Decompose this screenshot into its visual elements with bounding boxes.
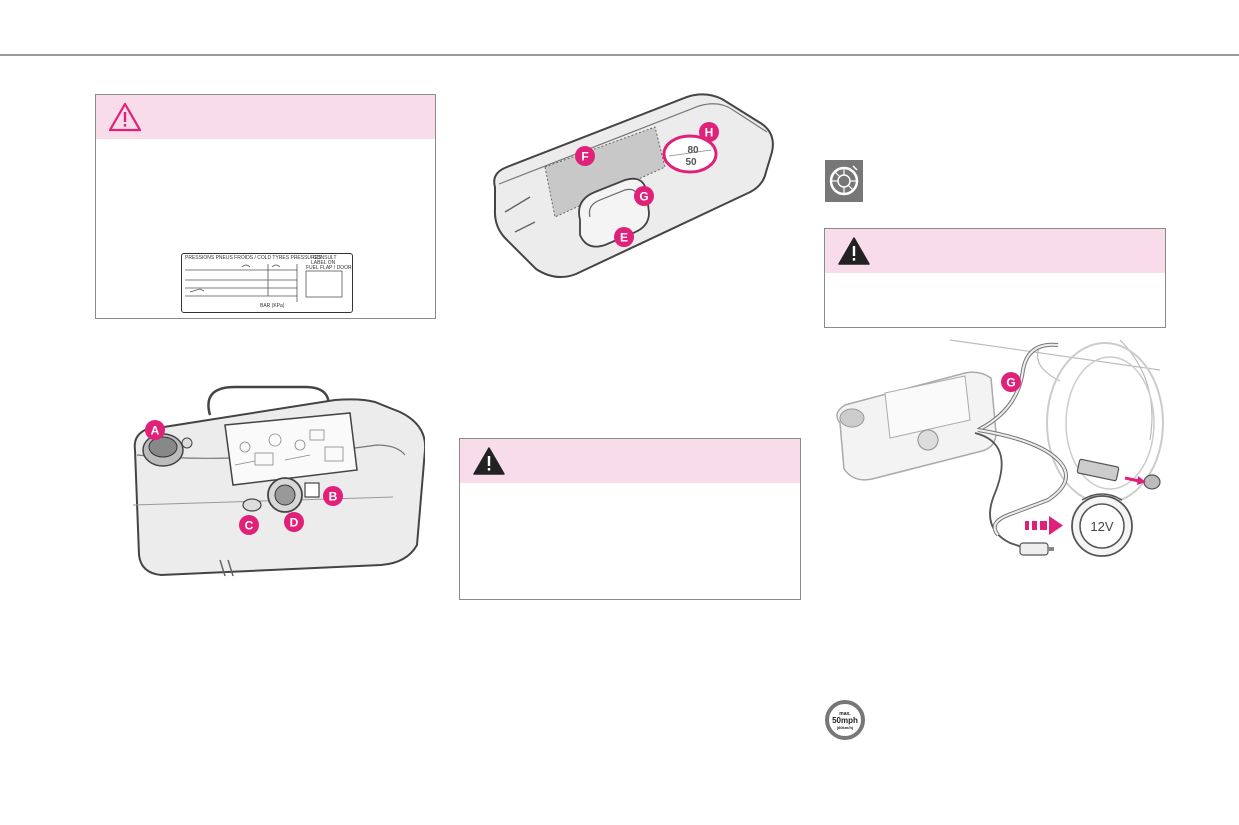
warning-triangle-filled-icon [838, 237, 870, 265]
marker-E: E [620, 231, 628, 245]
socket-12v-label: 12V [1090, 519, 1113, 534]
marker-D: D [290, 516, 299, 530]
pressure-label-grid [185, 264, 343, 302]
compressor-connection-illustration: 12V G [836, 339, 1164, 557]
marker-B: B [329, 490, 338, 504]
pressure-label-side-1: CONSULT [313, 255, 337, 261]
warning-box-right [824, 228, 1166, 328]
warning-header [96, 95, 435, 139]
warning-triangle-filled-icon [473, 447, 505, 475]
compressor-front-illustration: A B C D [132, 385, 425, 577]
warning-header [825, 229, 1165, 273]
tyre-repair-icon [825, 160, 863, 202]
gauge-value-80: 80 [687, 145, 699, 156]
marker-H: H [705, 126, 714, 140]
gauge-value-50: 50 [685, 157, 697, 168]
warning-triangle-outline-icon [108, 102, 142, 132]
speed-limit-mph: 50mph [832, 716, 858, 725]
marker-G-connection: G [1006, 376, 1015, 390]
pressure-label-units: BAR (KPa) [260, 303, 285, 309]
marker-F: F [581, 150, 588, 164]
tyre-pressure-label: PRESSIONS PNEUS FROIDS / COLD TYRES PRES… [181, 253, 353, 313]
compressor-rear-illustration: 80 50 F G E H [493, 93, 774, 279]
pressure-label-title: PRESSIONS PNEUS FROIDS / COLD TYRES PRES… [185, 255, 322, 261]
warning-box-pressure: PRESSIONS PNEUS FROIDS / COLD TYRES PRES… [95, 94, 436, 319]
warning-box-middle [459, 438, 801, 600]
pressure-label-side-2: LABEL ON [311, 260, 336, 266]
marker-G-rear: G [639, 190, 648, 204]
speed-limit-max: max. [839, 711, 851, 717]
speed-limit-icon: max. 50mph (80km/h) [825, 700, 865, 740]
marker-A: A [151, 424, 160, 438]
marker-C: C [245, 519, 254, 533]
pressure-label-side-3: FUEL FLAP / DOOR [306, 265, 352, 271]
warning-header [460, 439, 800, 483]
speed-limit-kmh: (80km/h) [837, 725, 854, 730]
top-rule [0, 54, 1239, 56]
